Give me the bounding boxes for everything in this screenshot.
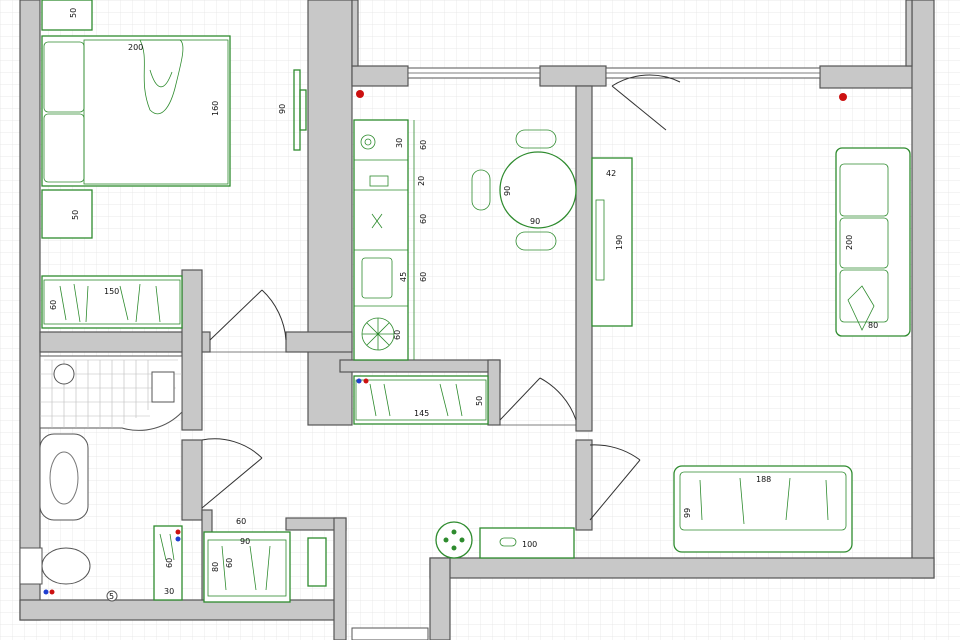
bathtub-sink [39,433,89,521]
svg-text:60: 60 [419,272,428,282]
tv-stand: 42 190 [591,157,633,327]
nightstand-bottom: 50 [41,189,93,239]
svg-text:60: 60 [225,558,234,568]
bed-width-label: 200 [128,43,143,52]
svg-text:80: 80 [868,321,878,330]
sofa: 200 80 [835,147,911,337]
svg-text:50: 50 [69,8,78,18]
walls [19,0,935,640]
svg-text:99: 99 [683,508,692,518]
hall-wardrobe: 60 90 80 60 [203,517,291,603]
svg-text:90: 90 [503,186,512,196]
svg-text:60: 60 [419,140,428,150]
couch: 188 99 [673,465,853,553]
bedroom-wardrobe: 150 60 [41,275,183,329]
svg-text:60: 60 [393,330,402,340]
shower [39,355,183,431]
marker-red-living [839,93,847,101]
nightstand-top: 50 [41,0,93,31]
svg-text:188: 188 [756,475,771,484]
svg-text:60: 60 [49,300,58,310]
svg-text:100: 100 [522,540,537,549]
svg-text:145: 145 [414,409,429,418]
svg-text:60: 60 [165,558,174,568]
svg-text:50: 50 [475,396,484,406]
kitchen-counter: 30 60 20 60 45 60 60 [353,119,428,361]
svg-text:5: 5 [109,592,114,601]
svg-text:50: 50 [71,210,80,220]
svg-text:30: 30 [164,587,174,596]
bedroom-tv: 90 [278,69,307,151]
svg-text:90: 90 [278,104,287,114]
bath-drain: 5 [43,589,118,602]
svg-text:60: 60 [419,214,428,224]
kitchen-wardrobe: 145 50 [353,375,489,425]
bath-cabinet: 60 30 [153,525,183,601]
svg-text:190: 190 [615,235,624,250]
toilet [19,547,91,585]
bed-length-label: 160 [211,101,220,116]
bed: 200 160 [41,35,231,187]
doors [201,74,681,521]
svg-text:150: 150 [104,287,119,296]
hall-column [307,537,327,587]
svg-text:45: 45 [399,272,408,282]
shoe-cabinet: 100 [479,527,575,559]
svg-text:20: 20 [417,176,426,186]
svg-text:90: 90 [240,537,250,546]
snowflake-icon [361,317,395,351]
marker-red-kitchen [356,90,364,98]
svg-text:90: 90 [530,217,540,226]
svg-text:80: 80 [211,562,220,572]
svg-text:42: 42 [606,169,616,178]
windows [351,67,821,640]
round-stool [435,521,473,559]
svg-text:200: 200 [845,235,854,250]
svg-text:30: 30 [395,138,404,148]
svg-text:60: 60 [236,517,246,526]
dining-table: 90 90 [471,129,577,251]
